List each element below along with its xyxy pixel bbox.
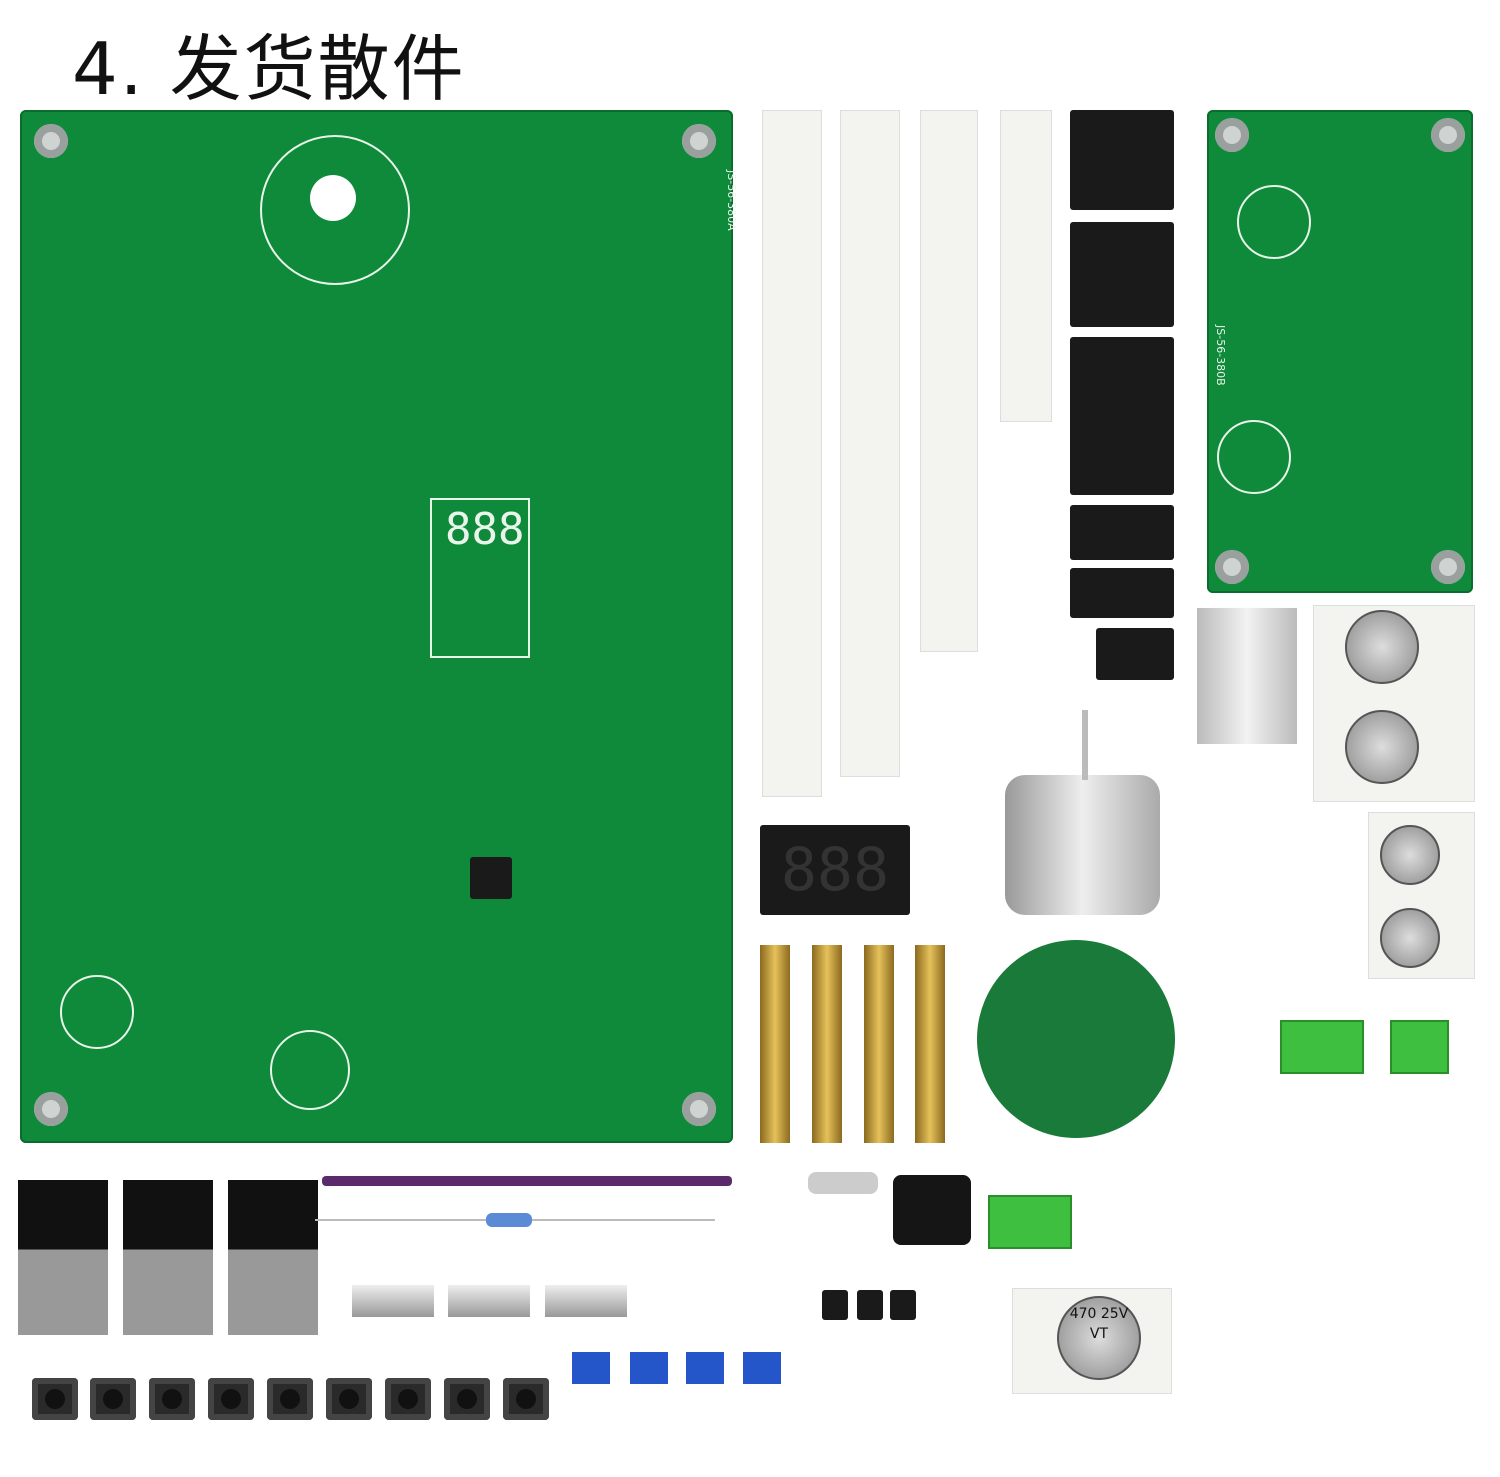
slide-switch bbox=[352, 1285, 434, 1317]
small-pcb: JS-56-380B bbox=[1207, 110, 1473, 593]
tactile-button bbox=[326, 1378, 372, 1420]
seven-segment-display: 888 bbox=[760, 825, 910, 915]
tactile-button bbox=[267, 1378, 313, 1420]
trimmer-potentiometer bbox=[630, 1352, 668, 1384]
tactile-button bbox=[444, 1378, 490, 1420]
screw-terminal-3pin bbox=[1280, 1020, 1364, 1074]
capacitor-470uf: 470 25V VT bbox=[1057, 1296, 1141, 1380]
potentiometer bbox=[228, 1180, 318, 1335]
tactile-button bbox=[90, 1378, 136, 1420]
tactile-button bbox=[149, 1378, 195, 1420]
transistor bbox=[890, 1290, 916, 1320]
slide-switch bbox=[448, 1285, 530, 1317]
electrolytic-capacitor bbox=[1345, 710, 1419, 784]
crystal-oscillator bbox=[808, 1172, 878, 1194]
main-pcb: 888 JS-56-380A bbox=[20, 110, 738, 1143]
trimmer-potentiometer bbox=[572, 1352, 610, 1384]
brass-standoff bbox=[812, 945, 842, 1143]
tactile-button bbox=[385, 1378, 431, 1420]
potentiometer bbox=[123, 1180, 213, 1335]
slide-switch bbox=[545, 1285, 627, 1317]
ic-tape bbox=[1070, 568, 1174, 618]
jumper-wire bbox=[322, 1176, 732, 1186]
electrolytic-capacitor bbox=[1380, 825, 1440, 885]
tactile-button bbox=[208, 1378, 254, 1420]
buzzer bbox=[893, 1175, 971, 1245]
potentiometer bbox=[18, 1180, 108, 1335]
mosfet-tape bbox=[1070, 110, 1174, 210]
smd-tape bbox=[840, 110, 900, 777]
tactile-button bbox=[32, 1378, 78, 1420]
heatsink bbox=[1197, 608, 1297, 744]
brass-standoff bbox=[760, 945, 790, 1143]
smd-tape bbox=[920, 110, 978, 652]
resistor bbox=[486, 1213, 532, 1227]
screw-terminal-3pin bbox=[988, 1195, 1072, 1249]
ic-tape bbox=[1070, 337, 1174, 495]
page-title: 4. 发货散件 bbox=[72, 27, 466, 111]
electrolytic-capacitor bbox=[1380, 908, 1440, 968]
tactile-button bbox=[503, 1378, 549, 1420]
brass-standoff bbox=[864, 945, 894, 1143]
ic-tape bbox=[1070, 505, 1174, 560]
transistor bbox=[822, 1290, 848, 1320]
main-board-label: JS-56-380A bbox=[725, 170, 738, 231]
regulator-tape bbox=[1096, 628, 1174, 680]
brass-standoff bbox=[915, 945, 945, 1143]
fan-disc bbox=[977, 940, 1175, 1138]
trimmer-potentiometer bbox=[686, 1352, 724, 1384]
mosfet-tape bbox=[1070, 222, 1174, 327]
smd-tape bbox=[1000, 110, 1052, 422]
smd-tape bbox=[762, 110, 822, 797]
trimmer-potentiometer bbox=[743, 1352, 781, 1384]
electrolytic-capacitor bbox=[1345, 610, 1419, 684]
small-board-label: JS-56-380B bbox=[1214, 325, 1227, 386]
transistor bbox=[857, 1290, 883, 1320]
dc-motor bbox=[1005, 775, 1160, 915]
screw-terminal-2pin bbox=[1390, 1020, 1449, 1074]
